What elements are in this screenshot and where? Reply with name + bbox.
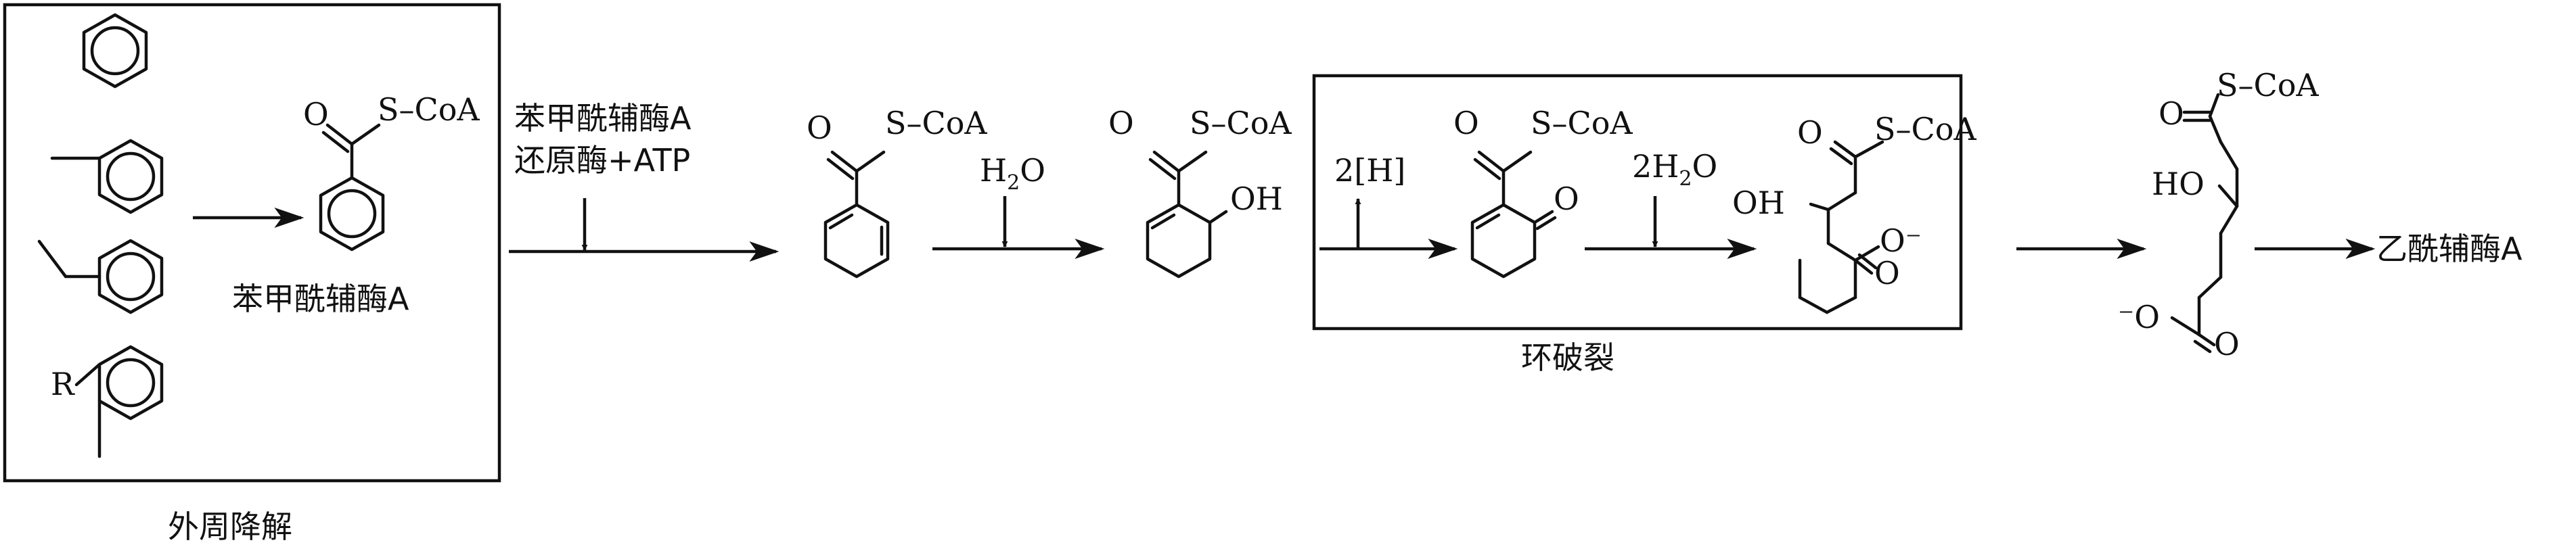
ring-cleavage-label: 环破裂: [1521, 339, 1614, 376]
enzyme-label-line1: 苯甲酰辅酶A: [514, 100, 692, 137]
carboxylate-o-minus-label: O⁻: [1880, 222, 1922, 259]
peripheral-degradation-label: 外周降解: [168, 508, 292, 545]
hydroxyacyl-coa-molecule: O S–CoA OH: [1108, 105, 1292, 279]
ring-opened-intermediate-molecule: O S–CoA OH O⁻ O: [1732, 111, 1976, 314]
double-water-label-sub: 2: [1679, 167, 1692, 191]
peripheral-degradation-box: [3, 3, 501, 483]
benzoyl-coa-label: 苯甲酰辅酶A: [232, 281, 409, 317]
carboxyl-o-label: O: [2214, 326, 2240, 362]
water-label-h: H: [980, 152, 1007, 189]
carbonyl-o-label: O: [2159, 95, 2184, 132]
carbonyl-o-label: O: [1453, 105, 1479, 141]
ketone-o-label: O: [1554, 181, 1579, 217]
carbonyl-o-label: O: [1797, 114, 1823, 151]
carboxyl-o-label: O: [1874, 255, 1900, 291]
double-water-label-2h: 2H: [1632, 148, 1679, 185]
carbonyl-o-label: O: [303, 96, 329, 133]
enzyme-label-line2: 还原酶+ATP: [514, 142, 690, 178]
s-coa-label: S–CoA: [885, 105, 987, 141]
open-chain-hydroxyacyl-coa-molecule: O S–CoA HO ⁻O O: [2118, 67, 2319, 362]
ring-cleavage-box: [1312, 74, 1963, 331]
hydroxyl-ho-label: HO: [2152, 166, 2205, 202]
r-group-label: R: [51, 366, 75, 402]
acetyl-coa-label: 乙酰辅酶A: [2376, 231, 2523, 267]
s-coa-label: S–CoA: [2217, 67, 2319, 103]
r-substituted-toluene-molecule: R: [51, 345, 164, 458]
double-water-label: 2H2O: [1632, 148, 1717, 191]
hydrogen-label: 2[H]: [1334, 152, 1405, 189]
cyclohexadienoyl-coa-molecule: O S–CoA: [807, 105, 987, 279]
carboxylate-minus-o-label: ⁻O: [2118, 299, 2160, 335]
s-coa-label: S–CoA: [1531, 105, 1633, 141]
s-coa-label: S–CoA: [1874, 111, 1976, 147]
s-coa-label: S–CoA: [1190, 105, 1292, 141]
water-label-sub: 2: [1007, 171, 1020, 195]
oxoacyl-coa-molecule: O S–CoA O: [1453, 105, 1633, 279]
s-coa-label: S–CoA: [378, 91, 480, 128]
hydroxyl-label: OH: [1732, 185, 1785, 221]
carbonyl-o-label: O: [1108, 105, 1134, 141]
toluene-molecule: [50, 139, 164, 214]
carbonyl-o-label: O: [807, 110, 832, 146]
benzene-molecule: [82, 13, 148, 89]
hydroxyl-label: OH: [1230, 181, 1283, 217]
water-label-o: O: [1020, 152, 1045, 189]
benzoyl-coa-molecule: O S–CoA: [303, 91, 480, 252]
water-label: H2O: [980, 152, 1045, 195]
double-water-label-o: O: [1692, 148, 1717, 185]
ethylbenzene-molecule: [37, 239, 164, 314]
